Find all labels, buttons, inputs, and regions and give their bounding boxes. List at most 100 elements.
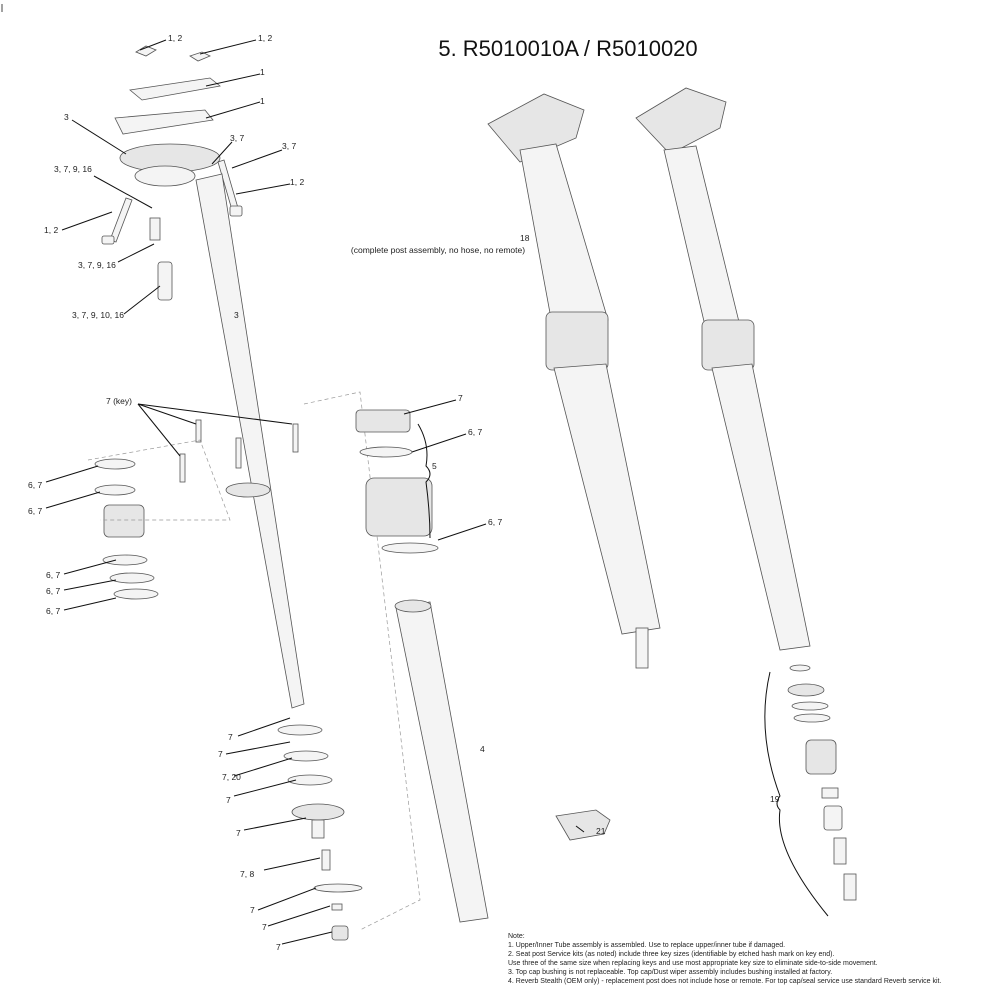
notes-block: Note: 1. Upper/Inner Tube assembly is as… <box>508 933 941 985</box>
center-exploded-parts <box>355 409 489 923</box>
head-saddle-rail-seat <box>134 165 196 187</box>
key-1 <box>195 419 202 443</box>
callout: 18 <box>520 233 530 243</box>
post1-lower-tube <box>553 363 661 635</box>
callout: 3, 7 <box>230 133 244 143</box>
post2-collar <box>701 319 755 371</box>
upper-inner-tube <box>195 173 305 709</box>
callout: 7 <box>226 795 231 805</box>
stack-ring-1 <box>787 683 825 697</box>
collar-threaded <box>355 409 411 433</box>
callout: 1 <box>260 96 265 106</box>
callout: 1, 2 <box>44 225 58 235</box>
callout: 6, 7 <box>46 586 60 596</box>
post1-head <box>487 93 585 163</box>
stack-collar <box>805 739 837 775</box>
post2-lower-tube <box>711 363 811 651</box>
exploded-guide-center <box>303 391 421 931</box>
outer-tube-top <box>394 599 432 613</box>
callout: 6, 7 <box>28 480 42 490</box>
group-bracket-5 <box>417 423 431 539</box>
outer-tube <box>395 601 489 923</box>
callout: 4 <box>480 744 485 754</box>
part-21-hose-fitting <box>555 809 611 841</box>
callout: 7 <box>250 905 255 915</box>
key-4 <box>292 423 299 453</box>
collar-nut <box>103 504 145 538</box>
stack-ring-2 <box>791 701 829 711</box>
stack-ring-3 <box>793 713 831 723</box>
callout: 7 <box>218 749 223 759</box>
stack-washer <box>821 787 839 799</box>
note-line: Use three of the same size when replacin… <box>508 960 878 967</box>
callout: 7, 20 <box>222 772 241 782</box>
group-bracket-19 <box>764 671 829 917</box>
clamp-nut-small <box>135 45 157 57</box>
callout: 6, 7 <box>46 606 60 616</box>
callout: 7, 8 <box>240 869 254 879</box>
callout: 1 <box>260 67 265 77</box>
left-exploded-post <box>87 45 421 941</box>
stack-shaft <box>833 837 847 865</box>
callout: 3 <box>64 112 69 122</box>
bolt-head-right <box>229 205 243 217</box>
callout: 7 <box>276 942 281 952</box>
callout: 6, 7 <box>28 506 42 516</box>
exploded-guide-left <box>87 439 231 521</box>
clamp-bolt-left <box>109 197 133 243</box>
callout: 3, 7 <box>282 141 296 151</box>
upper-clamp-plate <box>129 77 221 101</box>
diagram-title: 5. R5010010A / R5010020 <box>438 36 697 61</box>
key-3 <box>235 437 242 469</box>
center-seal-ring-2 <box>381 542 439 554</box>
callout: 7 <box>228 732 233 742</box>
callout: 5 <box>432 461 437 471</box>
key-2 <box>179 453 186 483</box>
lower-ring-3 <box>287 774 333 786</box>
note-line: 4. Reverb Stealth (OEM only) - replaceme… <box>508 978 941 985</box>
note-line: 3. Top cap bushing is not replaceable. T… <box>508 969 832 976</box>
callout: 3, 7, 9, 10, 16 <box>72 310 124 320</box>
stack-pin <box>789 664 811 672</box>
post1-upper-tube <box>519 143 609 325</box>
callout: 1, 2 <box>258 33 272 43</box>
bolt-head-left <box>101 235 115 245</box>
callout-labels: 1, 2 1, 2 1 1 3 3, 7 3, 7 3, 7, 9, 16 1,… <box>28 33 780 952</box>
assembly-note: (complete post assembly, no hose, no rem… <box>351 245 525 255</box>
service-group-19 <box>764 664 857 917</box>
callout: 1, 2 <box>290 177 304 187</box>
callout: 3 <box>234 310 239 320</box>
tube-collar <box>225 482 271 498</box>
center-seal-ring-1 <box>359 446 413 458</box>
leader-lines <box>45 39 585 945</box>
lower-clamp-plate <box>114 109 214 135</box>
valve-pin <box>321 849 331 871</box>
lower-ring-2 <box>283 750 329 762</box>
assembled-post-1 <box>487 93 661 669</box>
callout: 6, 7 <box>46 570 60 580</box>
cartridge-plunger <box>149 217 161 241</box>
seal-ring-2 <box>94 484 136 496</box>
callout: 6, 7 <box>468 427 482 437</box>
note-line: 1. Upper/Inner Tube assembly is assemble… <box>508 942 785 949</box>
post2-head <box>635 87 727 155</box>
callout: 21 <box>596 826 606 836</box>
callout: 19 <box>770 794 780 804</box>
seal-ring-5 <box>113 588 159 600</box>
piston-shaft <box>311 819 325 839</box>
note-line: 2. Seat post Service kits (as noted) inc… <box>508 951 835 958</box>
lower-ring-1 <box>277 724 323 736</box>
seal-ring-1 <box>94 458 136 470</box>
assembled-post-2 <box>635 87 811 651</box>
collar-body <box>365 477 433 537</box>
post1-actuator <box>635 627 649 669</box>
seal-ring-4 <box>109 572 155 584</box>
callout: 3, 7, 9, 16 <box>54 164 92 174</box>
small-seal <box>331 903 343 911</box>
stack-body <box>823 805 843 831</box>
notes-heading: Note: <box>508 933 525 940</box>
cartridge-sleeve <box>157 261 173 301</box>
clamp-nut-small-2 <box>189 51 211 62</box>
callout: 1, 2 <box>168 33 182 43</box>
